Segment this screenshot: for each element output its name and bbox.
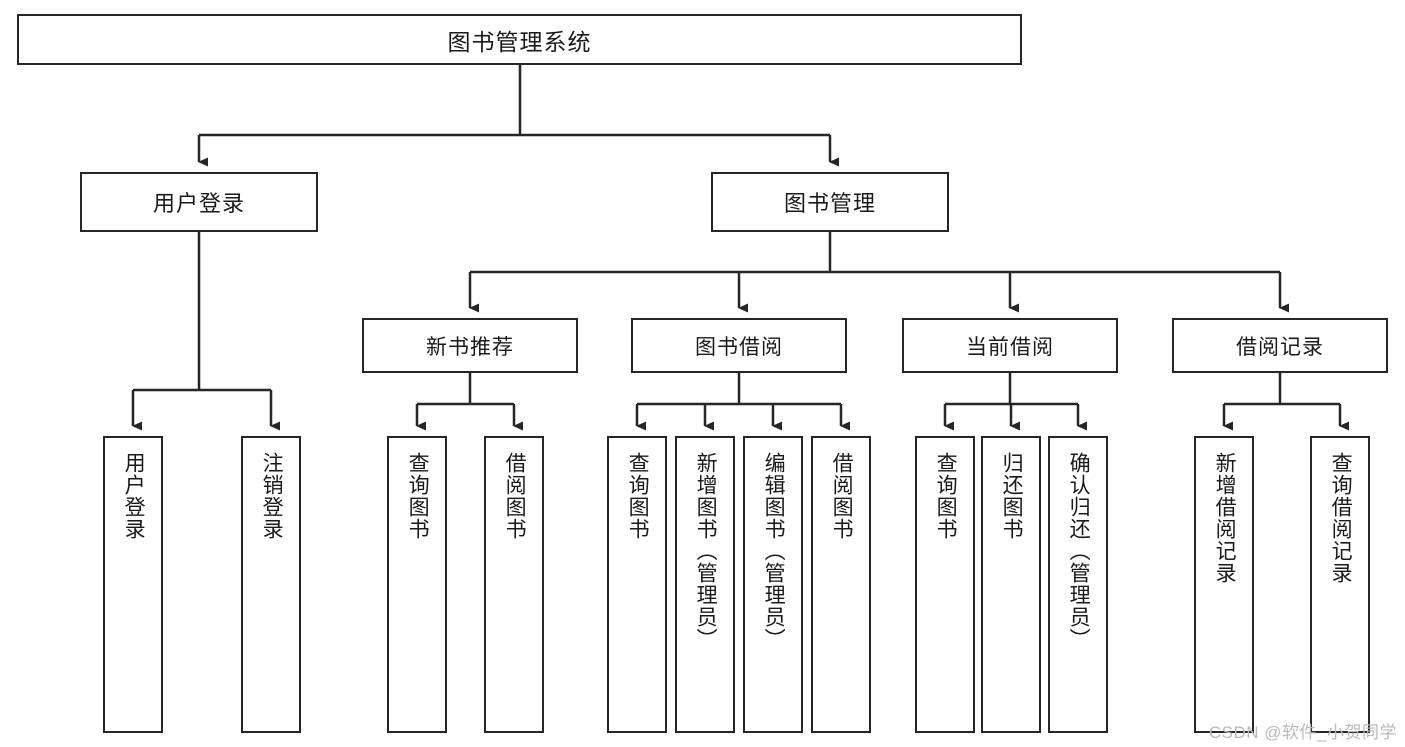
- leaf-label: 注销登录: [260, 452, 284, 540]
- node-book-borrow[interactable]: 图书借阅: [631, 318, 847, 373]
- connector-root-to-level2: [197, 65, 839, 167]
- leaf-label: 确认归还（管理员）: [1067, 452, 1091, 650]
- node-label: 用户登录: [152, 191, 245, 216]
- node-label: 图书借阅: [695, 335, 783, 359]
- node-user-login[interactable]: 用户登录: [80, 172, 318, 232]
- node-label: 图书管理系统: [447, 28, 592, 55]
- node-label: 借阅记录: [1236, 335, 1324, 359]
- leaf-label: 查询借阅记录: [1329, 452, 1353, 584]
- leaf-label: 查询图书: [406, 452, 430, 540]
- node-label: 当前借阅: [966, 335, 1054, 359]
- leaf-label: 用户登录: [122, 452, 146, 540]
- leaf-label: 查询图书: [626, 452, 650, 540]
- connector-book-manage-to-level3: [468, 232, 1289, 313]
- connector-book-borrow-to-leaves: [635, 373, 850, 431]
- leaf-user-login[interactable]: 用户登录: [103, 436, 163, 733]
- leaf-add-borrow-record[interactable]: 新增借阅记录: [1194, 436, 1254, 733]
- leaf-query-borrow-record[interactable]: 查询借阅记录: [1310, 436, 1370, 733]
- leaf-label: 借阅图书: [503, 452, 527, 540]
- node-borrow-record[interactable]: 借阅记录: [1172, 318, 1388, 373]
- leaf-query-book-borrow[interactable]: 查询图书: [607, 436, 667, 733]
- leaf-label: 新增借阅记录: [1213, 452, 1237, 584]
- connector-new-book-to-leaves: [415, 373, 523, 431]
- node-label: 新书推荐: [426, 335, 514, 359]
- watermark-text: CSDN @软件_小贺同学: [1208, 723, 1397, 742]
- leaf-label: 归还图书: [1000, 452, 1024, 540]
- connector-user-login-to-leaves: [131, 232, 280, 431]
- leaf-label: 编辑图书（管理员）: [762, 452, 786, 650]
- leaf-confirm-return-admin[interactable]: 确认归还（管理员）: [1048, 436, 1108, 733]
- leaf-return-book[interactable]: 归还图书: [981, 436, 1041, 733]
- node-new-book-recommend[interactable]: 新书推荐: [362, 318, 578, 373]
- leaf-logout-login[interactable]: 注销登录: [241, 436, 301, 733]
- leaf-label: 查询图书: [934, 452, 958, 540]
- leaf-label: 借阅图书: [830, 452, 854, 540]
- node-label: 图书管理: [783, 191, 876, 216]
- leaf-borrow-book-recommend[interactable]: 借阅图书: [484, 436, 544, 733]
- node-current-borrow[interactable]: 当前借阅: [902, 318, 1118, 373]
- leaf-query-book-current[interactable]: 查询图书: [915, 436, 975, 733]
- leaf-add-book-admin[interactable]: 新增图书（管理员）: [675, 436, 735, 733]
- node-book-manage[interactable]: 图书管理: [711, 172, 949, 232]
- connector-borrow-record-to-leaves: [1222, 373, 1349, 431]
- leaf-edit-book-admin[interactable]: 编辑图书（管理员）: [743, 436, 803, 733]
- connector-current-borrow-to-leaves: [943, 373, 1087, 431]
- leaf-borrow-book[interactable]: 借阅图书: [811, 436, 871, 733]
- leaf-query-book-recommend[interactable]: 查询图书: [387, 436, 447, 733]
- node-root-book-management-system[interactable]: 图书管理系统: [17, 14, 1022, 65]
- leaf-label: 新增图书（管理员）: [694, 452, 718, 650]
